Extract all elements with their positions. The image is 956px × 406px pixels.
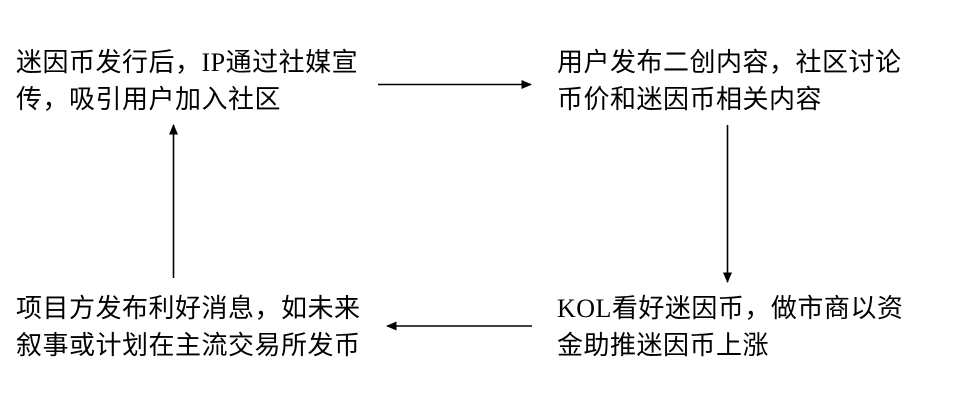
node-text-line: KOL看好迷因币，做市商以资: [557, 294, 904, 323]
node-text-line: 币价和迷因币相关内容: [557, 85, 823, 114]
node-text-line: 金助推迷因币上涨: [557, 331, 770, 360]
node-text-line: 项目方发布利好消息，如未来: [16, 294, 361, 323]
node-project-good-news: 项目方发布利好消息，如未来 叙事或计划在主流交易所发币: [16, 290, 361, 364]
node-text-line: 叙事或计划在主流交易所发币: [16, 331, 361, 360]
node-text-line: 传，吸引用户加入社区: [16, 85, 282, 114]
node-kol-market-maker-pump: KOL看好迷因币，做市商以资 金助推迷因币上涨: [557, 290, 903, 364]
node-user-generated-content: 用户发布二创内容，社区讨论 币价和迷因币相关内容: [557, 44, 902, 118]
node-text-line: 迷因币发行后，IP通过社媒宣: [16, 48, 359, 77]
node-text-line: 用户发布二创内容，社区讨论: [557, 48, 902, 77]
node-meme-coin-launch: 迷因币发行后，IP通过社媒宣 传，吸引用户加入社区: [16, 44, 358, 118]
